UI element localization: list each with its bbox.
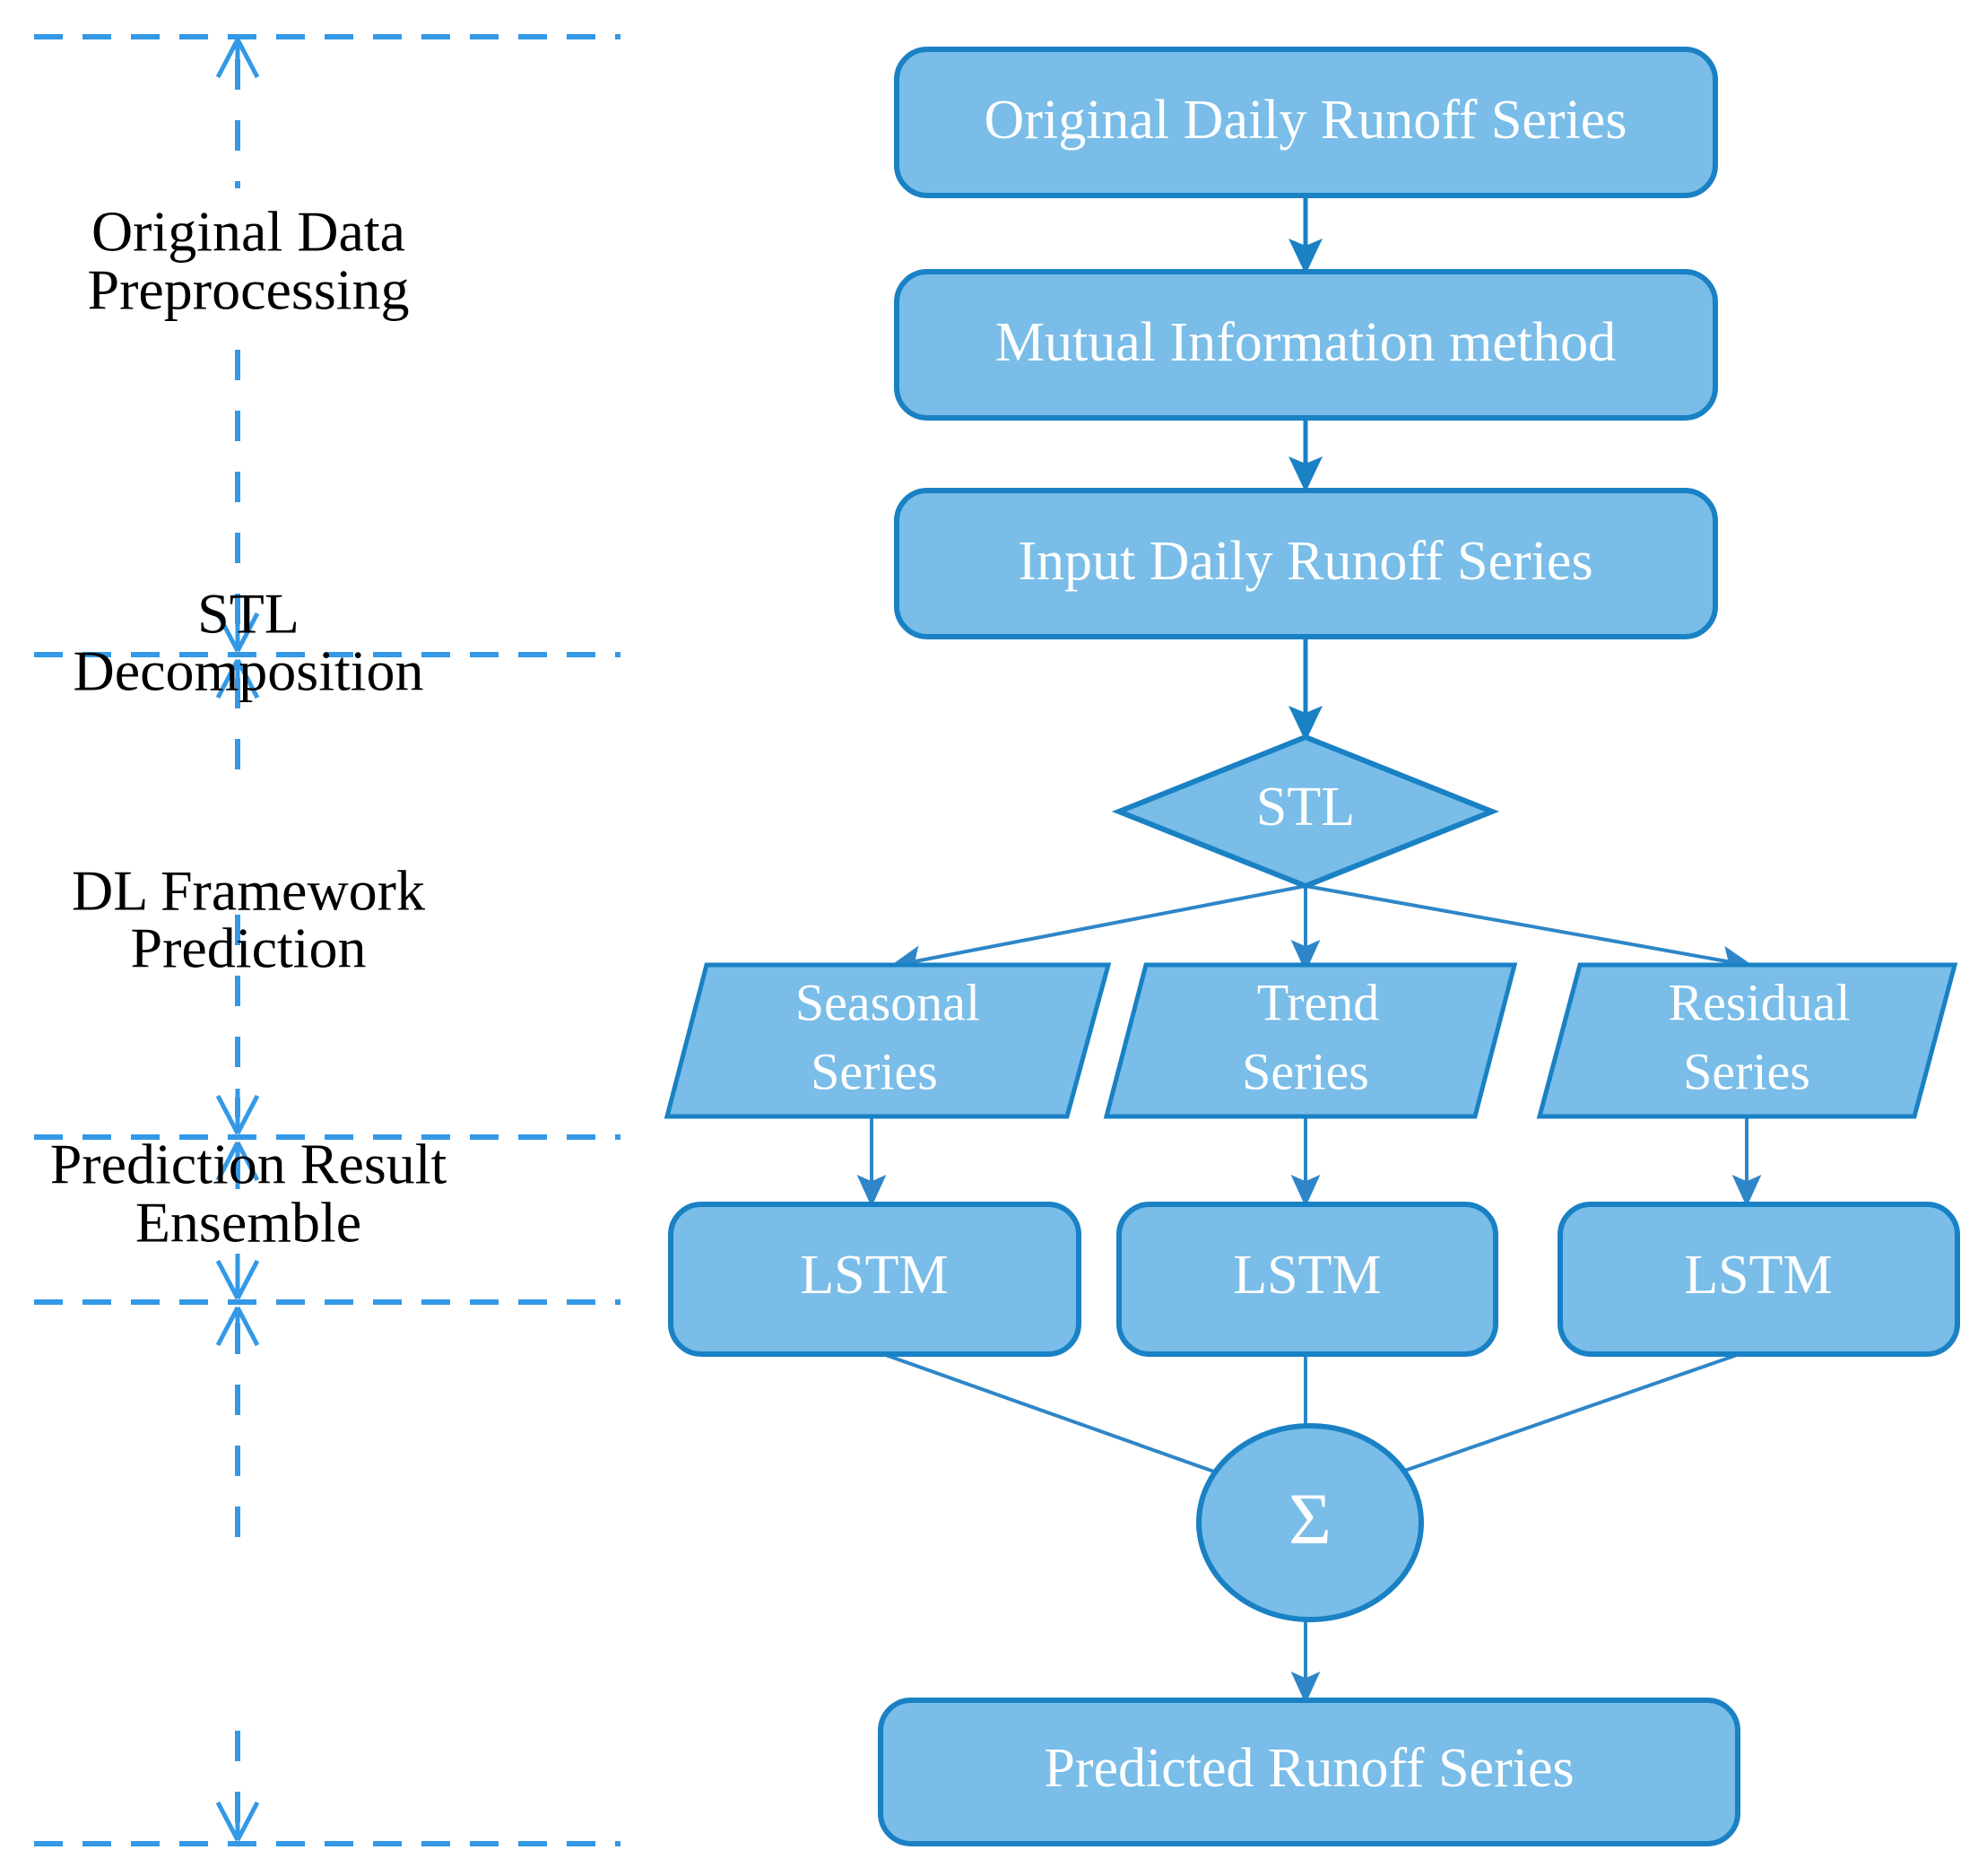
node-seasonal-line2: Series — [811, 1042, 938, 1100]
stage-dl-line2: Prediction — [130, 916, 366, 980]
node-summation[interactable]: Σ — [1196, 1423, 1424, 1622]
node-residual-series[interactable]: Residual Series — [1536, 962, 1958, 1119]
node-trend-line2: Series — [1242, 1042, 1369, 1100]
node-lstm-seasonal-label: LSTM — [800, 1245, 948, 1306]
node-residual-line2: Series — [1683, 1042, 1810, 1100]
node-trend-line1: Trend — [1257, 973, 1379, 1031]
node-residual-line1: Residual — [1669, 973, 1851, 1031]
stage-label-ensemble: Prediction Result Ensemble — [50, 1133, 447, 1255]
connector-stl-to-seasonal — [889, 884, 1306, 975]
node-stl-decision[interactable]: STL — [1111, 734, 1500, 890]
node-input-label: Input Daily Runoff Series — [1018, 531, 1592, 592]
stage-ensemble-line1: Prediction Result — [50, 1133, 447, 1196]
node-lstm-residual-label: LSTM — [1684, 1245, 1832, 1306]
node-mutual-information-label: Mutual Information method — [995, 312, 1616, 373]
node-stl-label: STL — [1256, 777, 1355, 838]
stage-stl-line1: STL — [197, 582, 299, 646]
node-predicted-label: Predicted Runoff Series — [1044, 1738, 1574, 1799]
stage-preprocessing-line1: Original Data — [91, 200, 405, 264]
node-original-daily-runoff-series[interactable]: Original Daily Runoff Series — [894, 47, 1718, 198]
stage-dividers — [34, 34, 620, 1846]
connector-stl-to-residual — [1305, 884, 1754, 976]
node-sum-label: Σ — [1289, 1478, 1332, 1559]
node-lstm-trend[interactable]: LSTM — [1116, 1202, 1498, 1357]
node-mutual-information-method[interactable]: Mutual Information method — [894, 269, 1718, 421]
node-trend-series[interactable]: Trend Series — [1103, 962, 1518, 1119]
node-seasonal-line1: Seasonal — [795, 973, 980, 1031]
stage-stl-line2: Decomposition — [73, 639, 423, 703]
stage-label-stl: STL Decomposition — [73, 582, 423, 703]
node-predicted-runoff-series[interactable]: Predicted Runoff Series — [878, 1698, 1740, 1846]
spine-arrowheads — [215, 38, 260, 1842]
stage-dl-line1: DL Framework — [72, 859, 425, 923]
stage-preprocessing-line2: Preprocessing — [87, 258, 409, 322]
node-lstm-seasonal[interactable]: LSTM — [668, 1202, 1081, 1357]
node-lstm-trend-label: LSTM — [1233, 1245, 1381, 1306]
stage-ensemble-line2: Ensemble — [135, 1191, 361, 1255]
node-seasonal-series[interactable]: Seasonal Series — [664, 962, 1112, 1119]
node-original-label: Original Daily Runoff Series — [985, 90, 1627, 151]
node-input-daily-runoff-series[interactable]: Input Daily Runoff Series — [894, 488, 1718, 639]
stage-label-preprocessing: Original Data Preprocessing — [87, 200, 409, 322]
node-lstm-residual[interactable]: LSTM — [1558, 1202, 1960, 1357]
stage-label-dl: DL Framework Prediction — [72, 859, 425, 980]
stage-spine — [215, 38, 260, 1842]
